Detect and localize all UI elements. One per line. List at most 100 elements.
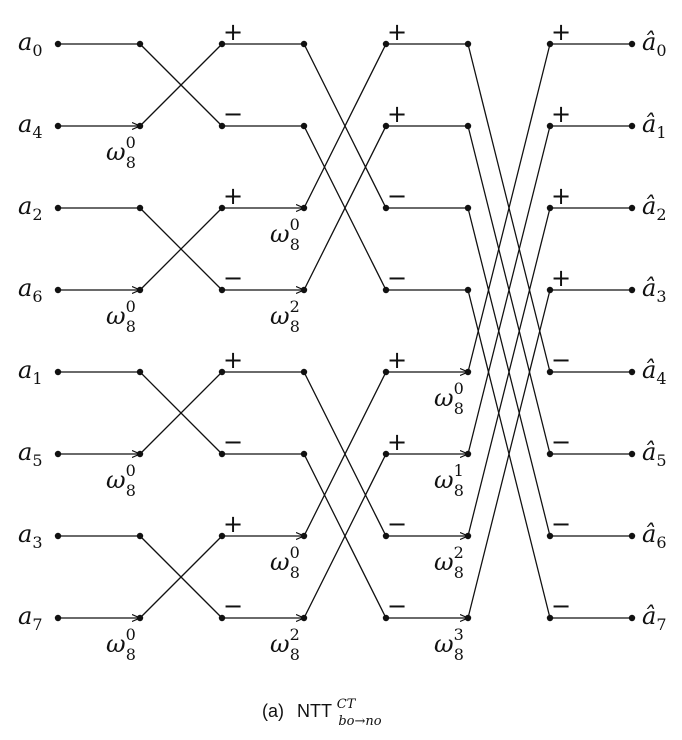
node bbox=[546, 450, 554, 458]
input-label: a1 bbox=[18, 356, 43, 388]
wires-layer bbox=[58, 43, 632, 619]
node bbox=[464, 532, 472, 540]
butterfly-wire bbox=[467, 43, 551, 373]
butterfly-wire bbox=[139, 535, 223, 619]
output-label: â1 bbox=[642, 110, 667, 142]
minus-sign: − bbox=[223, 428, 243, 456]
node bbox=[464, 450, 472, 458]
plus-sign: + bbox=[387, 428, 407, 456]
node bbox=[382, 614, 390, 622]
node bbox=[464, 122, 472, 130]
nodes-layer bbox=[54, 40, 636, 622]
node bbox=[300, 532, 308, 540]
butterfly-wire bbox=[467, 289, 551, 619]
minus-sign: − bbox=[387, 264, 407, 292]
plus-sign: + bbox=[387, 346, 407, 374]
node bbox=[300, 450, 308, 458]
caption-superscript: CT bbox=[337, 697, 357, 712]
output-node bbox=[628, 286, 636, 294]
output-label: â0 bbox=[642, 28, 667, 60]
plus-sign: + bbox=[223, 182, 243, 210]
node bbox=[136, 450, 144, 458]
plus-sign: + bbox=[387, 100, 407, 128]
minus-sign: − bbox=[551, 592, 571, 620]
minus-sign: − bbox=[387, 592, 407, 620]
minus-sign: − bbox=[387, 510, 407, 538]
butterfly-wire bbox=[303, 125, 387, 291]
node bbox=[546, 368, 554, 376]
output-label: â7 bbox=[642, 602, 667, 634]
node bbox=[300, 368, 308, 376]
node bbox=[218, 532, 226, 540]
input-label: a3 bbox=[18, 520, 43, 552]
caption-name: NTT bbox=[297, 701, 332, 721]
node bbox=[136, 368, 144, 376]
node bbox=[218, 368, 226, 376]
minus-sign: − bbox=[551, 346, 571, 374]
node bbox=[136, 286, 144, 294]
plus-sign: + bbox=[223, 346, 243, 374]
node bbox=[546, 204, 554, 212]
node bbox=[300, 122, 308, 130]
plus-sign: + bbox=[551, 100, 571, 128]
node bbox=[464, 614, 472, 622]
input-label: a6 bbox=[18, 274, 43, 306]
output-node bbox=[628, 40, 636, 48]
node bbox=[546, 40, 554, 48]
node bbox=[464, 368, 472, 376]
output-label: â4 bbox=[642, 356, 667, 388]
input-label: a4 bbox=[18, 110, 43, 142]
caption-prefix: (a) bbox=[262, 701, 284, 721]
node bbox=[300, 286, 308, 294]
node bbox=[300, 204, 308, 212]
minus-sign: − bbox=[551, 428, 571, 456]
minus-sign: − bbox=[387, 182, 407, 210]
node bbox=[464, 204, 472, 212]
node bbox=[546, 532, 554, 540]
plus-sign: + bbox=[223, 18, 243, 46]
node bbox=[136, 614, 144, 622]
node bbox=[218, 204, 226, 212]
input-node bbox=[54, 40, 62, 48]
node bbox=[218, 614, 226, 622]
node bbox=[546, 614, 554, 622]
node bbox=[546, 286, 554, 294]
node bbox=[136, 40, 144, 48]
minus-sign: − bbox=[223, 264, 243, 292]
output-node bbox=[628, 204, 636, 212]
input-label: a5 bbox=[18, 438, 43, 470]
node bbox=[546, 122, 554, 130]
butterfly-wire bbox=[139, 43, 223, 127]
output-label: â6 bbox=[642, 520, 667, 552]
node bbox=[464, 286, 472, 294]
plus-sign: + bbox=[551, 18, 571, 46]
node bbox=[218, 40, 226, 48]
node bbox=[218, 122, 226, 130]
node bbox=[300, 614, 308, 622]
butterfly-wire bbox=[467, 125, 551, 455]
butterfly-wire bbox=[139, 371, 223, 455]
caption: (a) NTT CT bo→no bbox=[262, 692, 382, 729]
output-label: â3 bbox=[642, 274, 667, 306]
node bbox=[382, 450, 390, 458]
minus-sign: − bbox=[223, 592, 243, 620]
caption-subscript: bo→no bbox=[338, 714, 381, 729]
output-node bbox=[628, 532, 636, 540]
output-label: â5 bbox=[642, 438, 667, 470]
node bbox=[464, 40, 472, 48]
input-node bbox=[54, 532, 62, 540]
plus-sign: + bbox=[223, 510, 243, 538]
input-node bbox=[54, 450, 62, 458]
output-node bbox=[628, 614, 636, 622]
butterfly-wire bbox=[467, 207, 551, 537]
node bbox=[136, 532, 144, 540]
node bbox=[218, 286, 226, 294]
